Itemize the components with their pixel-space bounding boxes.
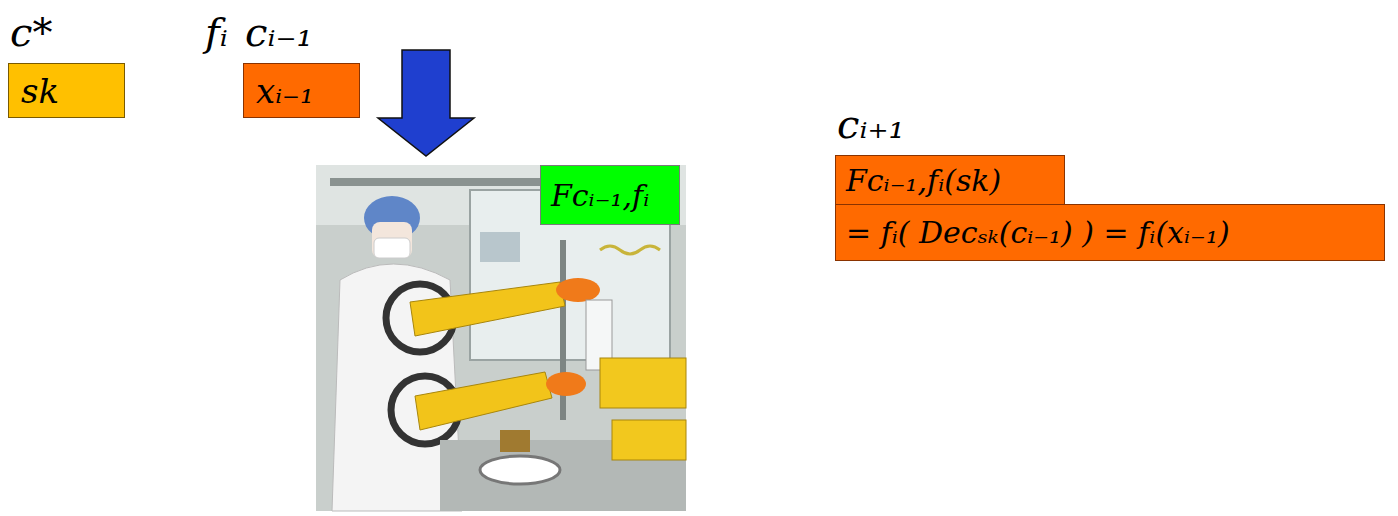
box-text: = fᵢ( Decₛₖ(cᵢ₋₁) ) = fᵢ(xᵢ₋₁) bbox=[846, 215, 1230, 250]
ciphertext-label: cᵢ₋₁ bbox=[243, 8, 360, 63]
cipher-box: Fcᵢ₋₁,fᵢ bbox=[540, 165, 680, 225]
cipher-box: xᵢ₋₁ bbox=[243, 63, 360, 118]
function-label: fᵢ bbox=[205, 8, 228, 56]
node-box: c* sk bbox=[8, 8, 125, 118]
box-text: xᵢ₋₁ bbox=[256, 71, 314, 111]
node-box: cᵢ₊₁ Fcᵢ₋₁,fᵢ(sk) bbox=[835, 100, 1065, 205]
down-arrow bbox=[378, 50, 474, 156]
cipher-box: sk bbox=[8, 63, 125, 118]
box-text: Fcᵢ₋₁,fᵢ bbox=[551, 178, 649, 213]
cipher-box: Fcᵢ₋₁,fᵢ(sk) bbox=[835, 155, 1065, 205]
box-text: Fcᵢ₋₁,fᵢ(sk) bbox=[846, 163, 1001, 198]
ciphertext-label: cᵢ₊₁ bbox=[835, 100, 1065, 155]
node-box: cᵢ₋₁ xᵢ₋₁ bbox=[243, 8, 360, 118]
ciphertext-label: c* bbox=[8, 8, 125, 63]
lab-photo bbox=[316, 165, 686, 511]
node-box: = fᵢ( Decₛₖ(cᵢ₋₁) ) = fᵢ(xᵢ₋₁) bbox=[835, 204, 1385, 261]
box-text: sk bbox=[21, 71, 59, 111]
cipher-box: = fᵢ( Decₛₖ(cᵢ₋₁) ) = fᵢ(xᵢ₋₁) bbox=[835, 204, 1385, 261]
node-box: Fcᵢ₋₁,fᵢ bbox=[540, 165, 680, 225]
